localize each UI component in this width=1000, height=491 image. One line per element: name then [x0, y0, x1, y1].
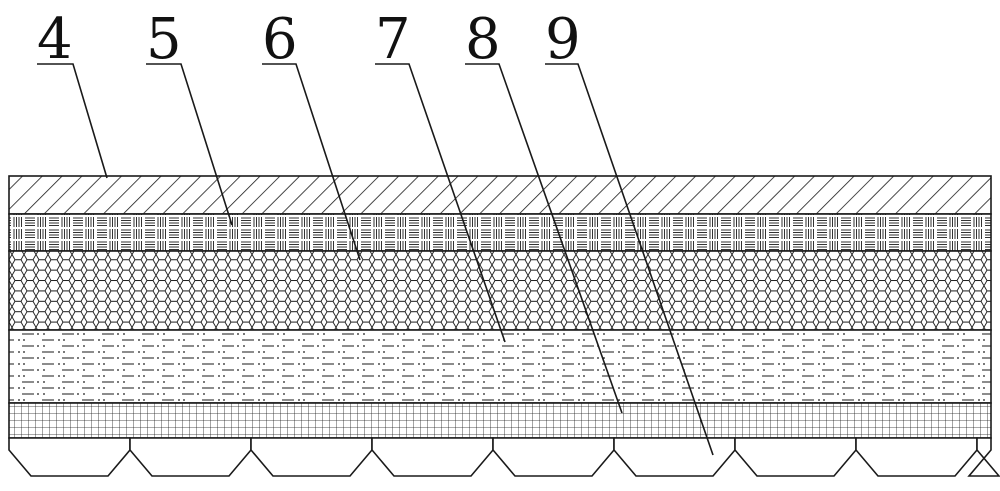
leader-line-9	[545, 63, 714, 456]
leader-line-8	[465, 63, 623, 414]
callout-label-5: 5	[146, 7, 182, 72]
callout-label-8: 8	[465, 7, 501, 72]
pad-2	[129, 437, 252, 477]
pad-1	[8, 437, 131, 477]
pad-9	[967, 437, 1000, 477]
leader-line-6	[262, 63, 361, 261]
layer-stack	[8, 175, 992, 439]
pad-6	[613, 437, 736, 477]
layer-8	[8, 402, 992, 439]
bottom-pads	[8, 437, 1000, 477]
callout-label-4: 4	[37, 7, 73, 72]
pad-8	[855, 437, 978, 477]
layer-4	[8, 175, 992, 215]
layer-7	[8, 329, 992, 404]
leader-line-7	[375, 63, 506, 343]
callout-label-6: 6	[262, 7, 298, 72]
leader-line-4	[37, 63, 108, 179]
pad-4	[371, 437, 494, 477]
pad-7	[734, 437, 857, 477]
pad-3	[250, 437, 373, 477]
pad-5	[492, 437, 615, 477]
leader-lines	[37, 63, 714, 456]
layer-5	[8, 213, 992, 252]
callout-labels: 4 5 6 7 8 9	[37, 7, 581, 72]
layer-6	[8, 250, 992, 331]
callout-label-7: 7	[375, 7, 411, 72]
callout-label-9: 9	[545, 7, 581, 72]
leader-line-5	[146, 63, 233, 226]
